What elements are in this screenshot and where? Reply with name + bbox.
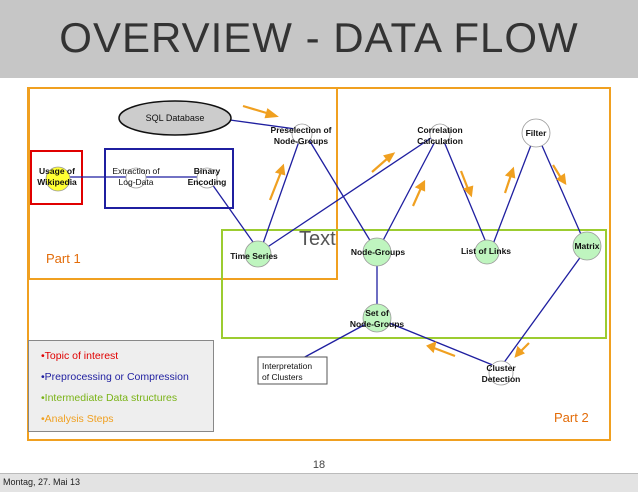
- legend-intermediate: •Intermediate Data structures: [41, 392, 178, 404]
- sql-database-label: SQL Database: [145, 113, 205, 123]
- time-series-node: [244, 240, 272, 268]
- interpretation-label-line1: Interpretation: [262, 361, 313, 371]
- interpretation-label-line2: of Clusters: [262, 372, 303, 382]
- set-node: [362, 303, 392, 333]
- part2-label: Part 2: [554, 410, 589, 425]
- set-label-line2: Node-Groups: [349, 319, 405, 329]
- sql-database-node: [118, 100, 232, 136]
- correlation-label-line1: Correlation: [417, 125, 463, 135]
- extraction-node: [125, 167, 147, 189]
- binary-label-line1: Binary: [193, 166, 221, 176]
- part1-label: Part 1: [46, 251, 81, 266]
- binary-node: [196, 167, 218, 189]
- node-groups-node: [362, 237, 392, 267]
- page-number: 18: [312, 459, 326, 471]
- interpretation-node: [257, 356, 328, 385]
- slide-header: OVERVIEW - DATA FLOW: [0, 0, 638, 78]
- footer-date: Montag, 27. Mai 13: [3, 477, 81, 487]
- legend-preprocessing: •Preprocessing or Compression: [41, 371, 189, 383]
- usage-label-line1: Usage of: [39, 166, 75, 176]
- legend-topic: •Topic of interest: [41, 350, 119, 362]
- legend-box: •Topic of interest •Preprocessing or Com…: [28, 340, 214, 432]
- cluster-label-line1: Cluster: [486, 363, 516, 373]
- part1-frame: [28, 87, 338, 280]
- extraction-label-line2: Log-Data: [118, 177, 154, 187]
- intermediate-frame: [221, 229, 607, 339]
- correlation-node: [429, 123, 451, 145]
- usage-node: [45, 166, 71, 192]
- slide-title: OVERVIEW - DATA FLOW: [59, 14, 579, 61]
- correlation-label-line2: Calculation: [417, 136, 463, 146]
- list-of-links-label: List of Links: [460, 246, 512, 256]
- set-label-line1: Set of: [365, 308, 389, 318]
- node-groups-label: Node-Groups: [350, 247, 406, 257]
- preselection-label-line2: Node-Groups: [273, 136, 329, 146]
- list-of-links-node: [474, 239, 500, 265]
- flow-arrows: [242, 104, 567, 358]
- legend-analysis: •Analysis Steps: [41, 413, 114, 425]
- usage-label-line2: Wikipedia: [37, 177, 77, 187]
- cluster-label-line2: Detection: [481, 374, 521, 384]
- binary-label-line2: Encoding: [187, 177, 227, 187]
- cluster-node: [488, 360, 514, 386]
- matrix-label: Matrix: [574, 241, 600, 251]
- time-series-label: Time Series: [230, 251, 278, 261]
- preselection-node: [291, 123, 313, 145]
- preprocessing-box: [104, 148, 234, 209]
- extraction-label-line1: Extraction of: [112, 166, 160, 176]
- filter-node: [521, 118, 551, 148]
- text-placeholder: Text: [299, 228, 336, 250]
- preselection-label-line1: Preselection of: [270, 125, 332, 135]
- matrix-node: [572, 231, 602, 261]
- footer-bar: Montag, 27. Mai 13: [0, 473, 638, 492]
- filter-label: Filter: [525, 128, 547, 138]
